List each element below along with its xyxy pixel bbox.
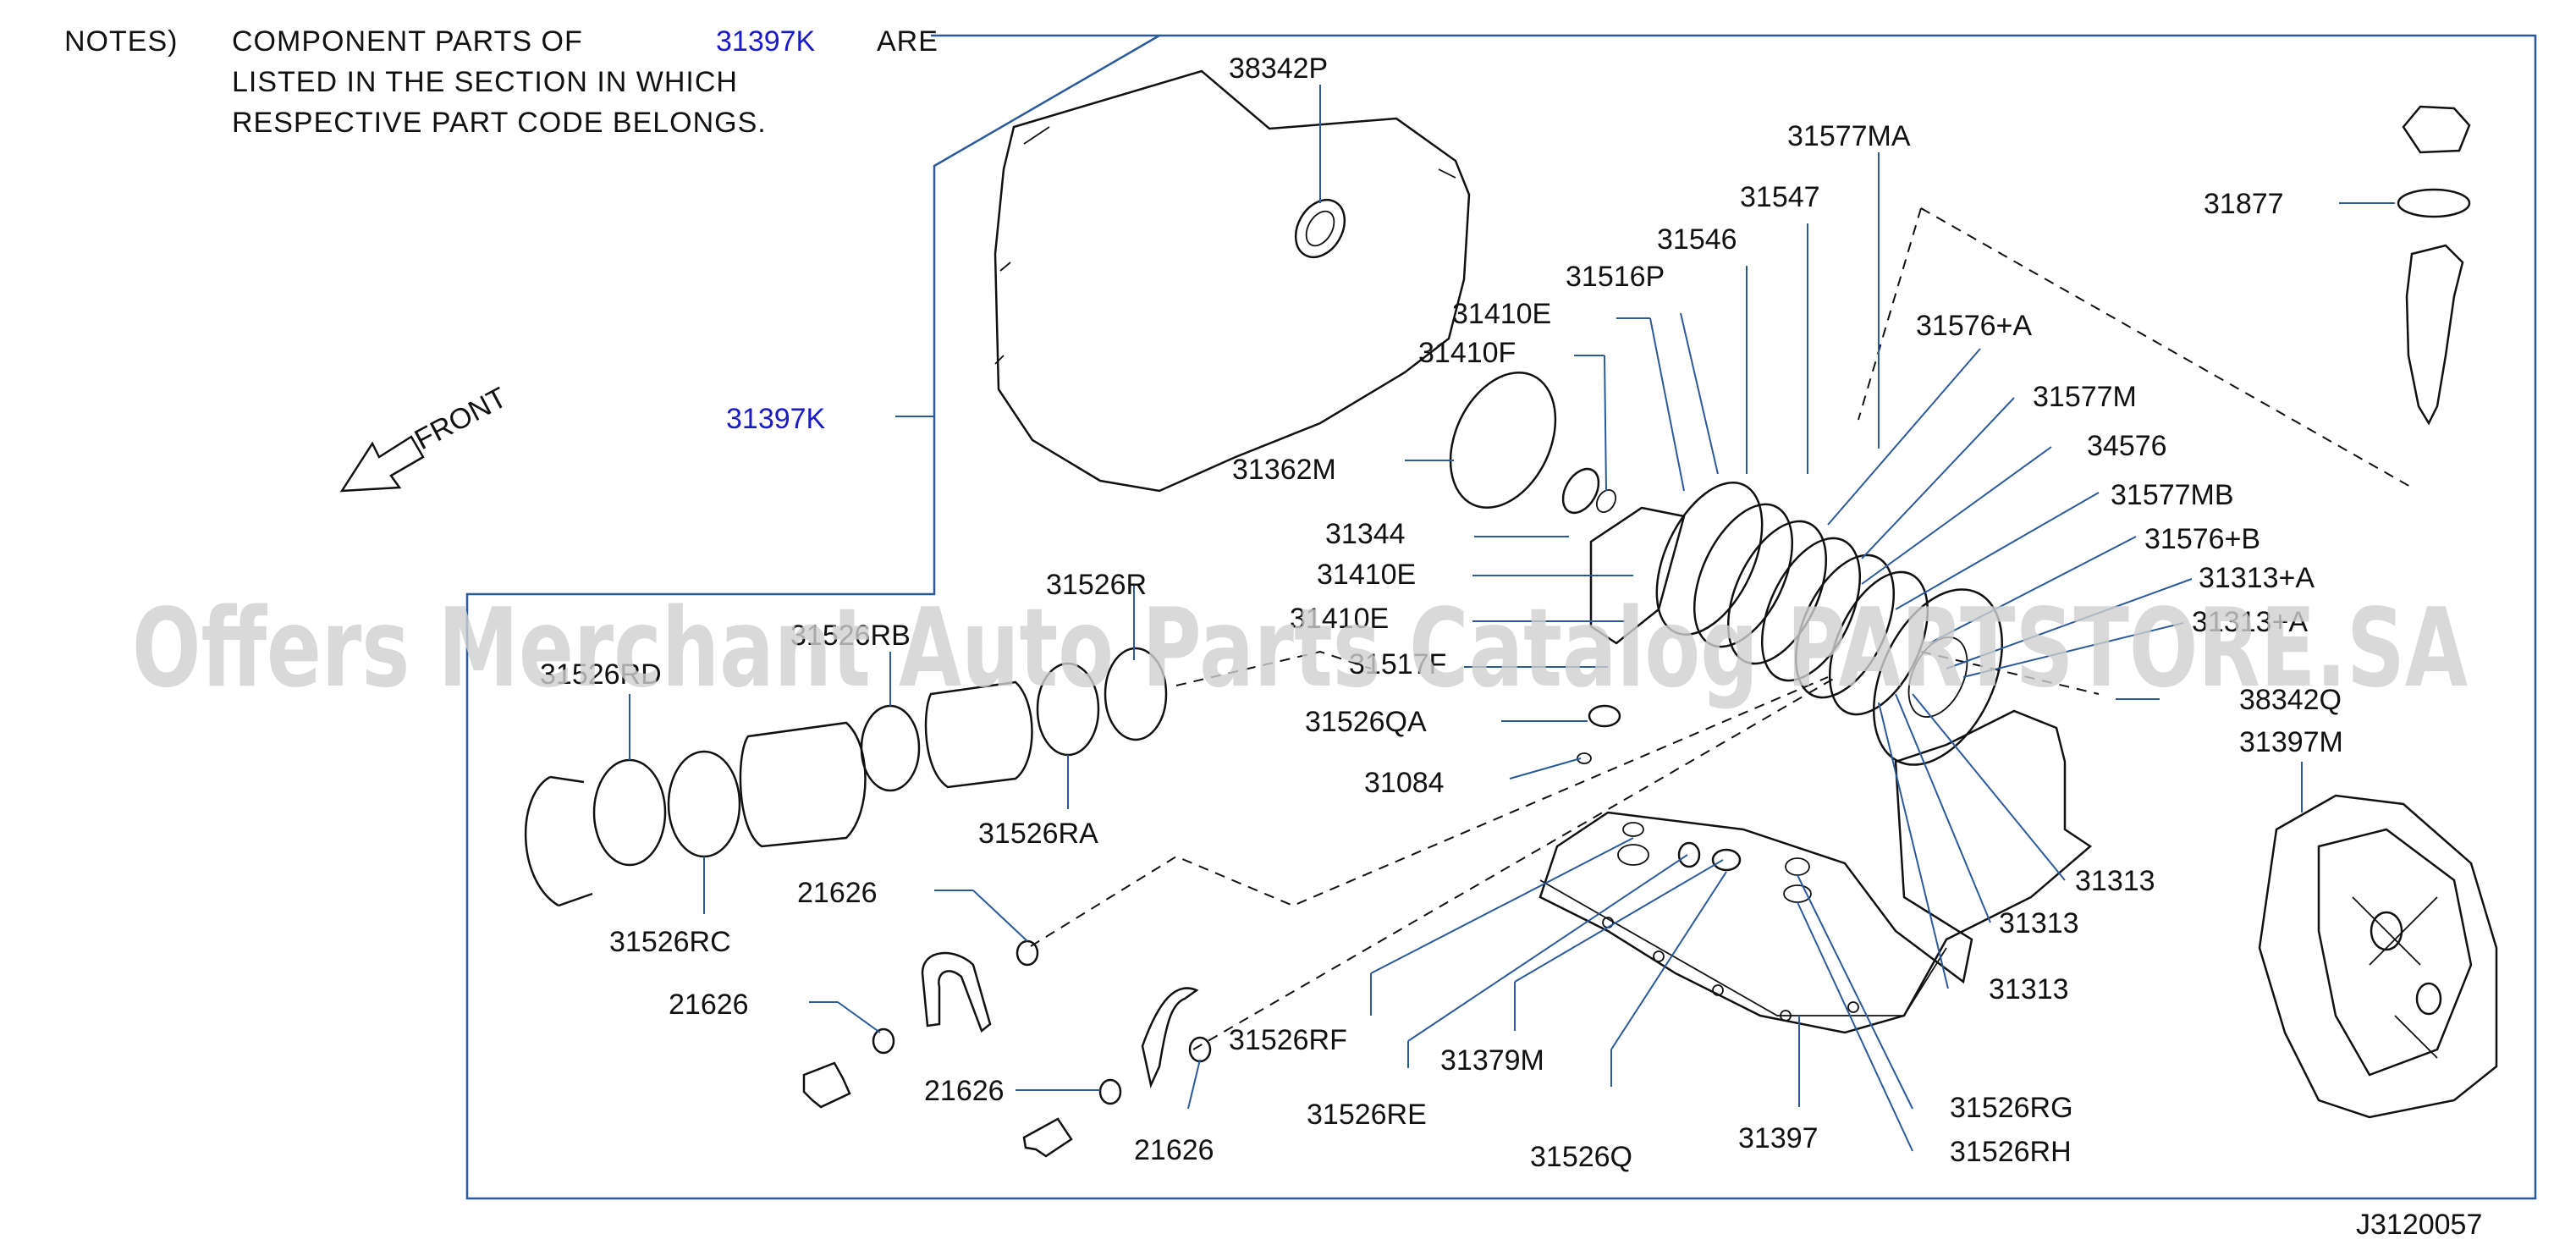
label-31516p[interactable]: 31516P (1566, 261, 1665, 293)
label-31526ra[interactable]: 31526RA (978, 818, 1098, 850)
label-31410e-mid[interactable]: 31410E (1317, 559, 1416, 591)
notes-line1-b: ARE (877, 25, 938, 58)
label-31313-b[interactable]: 31313 (1999, 907, 2079, 939)
label-31547[interactable]: 31547 (1740, 181, 1820, 213)
seal-31344-icon (1561, 467, 1600, 515)
label-31526re[interactable]: 31526RE (1307, 1099, 1427, 1131)
drum-stack-drawing (524, 647, 1168, 907)
notes-prefix: NOTES) (64, 25, 178, 58)
label-31379m[interactable]: 31379M (1440, 1044, 1544, 1077)
label-31313a-2[interactable]: 31313+A (2192, 606, 2308, 638)
front-arrow-icon (339, 435, 425, 493)
transmission-case-drawing (994, 69, 1471, 493)
label-31526rc[interactable]: 31526RC (609, 926, 731, 958)
label-31577mb[interactable]: 31577MB (2111, 479, 2234, 511)
label-38342p[interactable]: 38342P (1229, 52, 1328, 85)
rear-cover-drawing (2258, 794, 2498, 1119)
label-31397m[interactable]: 31397M (2239, 726, 2343, 758)
part-labels: 38342P 31577MA 31547 31546 31516P 31410E… (540, 52, 2343, 1173)
front-label: FRONT (410, 382, 512, 457)
label-31313a-1[interactable]: 31313+A (2199, 562, 2315, 594)
diagram-code: J3120057 (2356, 1209, 2482, 1241)
label-21626-c[interactable]: 21626 (924, 1075, 1005, 1107)
label-31526rd[interactable]: 31526RD (540, 658, 662, 691)
notes-line3: RESPECTIVE PART CODE BELONGS. (232, 107, 767, 139)
oil-pan-drawing (1538, 709, 2093, 1034)
label-21626-d[interactable]: 21626 (1134, 1134, 1214, 1166)
clutch-pack-drawing (1589, 482, 2004, 766)
label-31526r[interactable]: 31526R (1046, 569, 1147, 601)
label-34576[interactable]: 34576 (2087, 430, 2167, 462)
label-31397[interactable]: 31397 (1738, 1122, 1819, 1154)
seal-38342p-icon (1294, 198, 1346, 259)
label-31313-a[interactable]: 31313 (2075, 865, 2155, 897)
label-31546[interactable]: 31546 (1657, 223, 1737, 256)
label-31084[interactable]: 31084 (1364, 767, 1445, 799)
label-31410e-top[interactable]: 31410E (1452, 298, 1551, 330)
label-31526rf[interactable]: 31526RF (1229, 1024, 1347, 1056)
label-31526qa[interactable]: 31526QA (1305, 706, 1427, 738)
label-31526rb[interactable]: 31526RB (790, 620, 911, 652)
leader-lines (629, 85, 2395, 1152)
label-31576b[interactable]: 31576+B (2144, 523, 2260, 555)
label-31410e-low[interactable]: 31410E (1290, 603, 1389, 635)
label-31410f-top[interactable]: 31410F (1418, 337, 1516, 369)
label-21626-b[interactable]: 21626 (669, 989, 749, 1021)
label-31526rg[interactable]: 31526RG (1950, 1092, 2073, 1124)
label-31526q[interactable]: 31526Q (1530, 1141, 1632, 1173)
notes-part-link-31397k[interactable]: 31397K (716, 25, 816, 58)
pipe-and-bolt-drawing (802, 939, 1212, 1158)
label-31577ma[interactable]: 31577MA (1787, 120, 1911, 152)
o-ring-31362m-icon (1449, 372, 1557, 509)
label-31526rh[interactable]: 31526RH (1950, 1136, 2072, 1168)
label-31877[interactable]: 31877 (2204, 188, 2284, 220)
label-31313-c[interactable]: 31313 (1989, 973, 2069, 1005)
sensor-31877-drawing (2397, 105, 2471, 426)
label-31344[interactable]: 31344 (1325, 518, 1406, 550)
label-31576a[interactable]: 31576+A (1916, 310, 2032, 342)
assembly-frame (465, 34, 2537, 1200)
label-31397k[interactable]: 31397K (726, 403, 826, 435)
notes-line2: LISTED IN THE SECTION IN WHICH (232, 66, 738, 98)
label-31577m[interactable]: 31577M (2033, 381, 2137, 413)
label-21626-a[interactable]: 21626 (797, 877, 878, 909)
watermark-text: Offers Merchant Auto Parts Catalog PARTS… (132, 586, 2468, 712)
notes-line1-a: COMPONENT PARTS OF (232, 25, 583, 58)
part-31526qa-icon (1588, 704, 1621, 728)
label-31362m[interactable]: 31362M (1232, 454, 1336, 486)
label-31517f[interactable]: 31517F (1349, 648, 1446, 680)
label-38342q[interactable]: 38342Q (2239, 684, 2342, 716)
